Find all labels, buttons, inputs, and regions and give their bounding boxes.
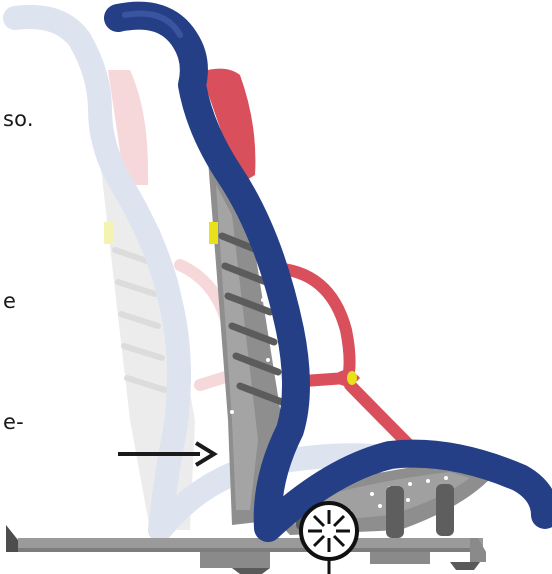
crotch-strap (350, 385, 412, 448)
base-front-foot (6, 525, 18, 552)
base-rail (6, 525, 486, 574)
ghost-buckle (104, 222, 113, 244)
base-rear-foot (470, 538, 486, 562)
seat-support-right (436, 484, 454, 536)
pivot-wheel-icon (301, 503, 357, 574)
base-bracket-mid (370, 552, 430, 564)
buckle (347, 371, 357, 385)
base-bracket-left (200, 552, 270, 568)
base-foot-left (232, 568, 270, 574)
side-buckle (209, 222, 218, 244)
base-foot-right (450, 562, 480, 570)
seat-support-left (386, 486, 404, 538)
base-rail-shadow (18, 548, 483, 552)
